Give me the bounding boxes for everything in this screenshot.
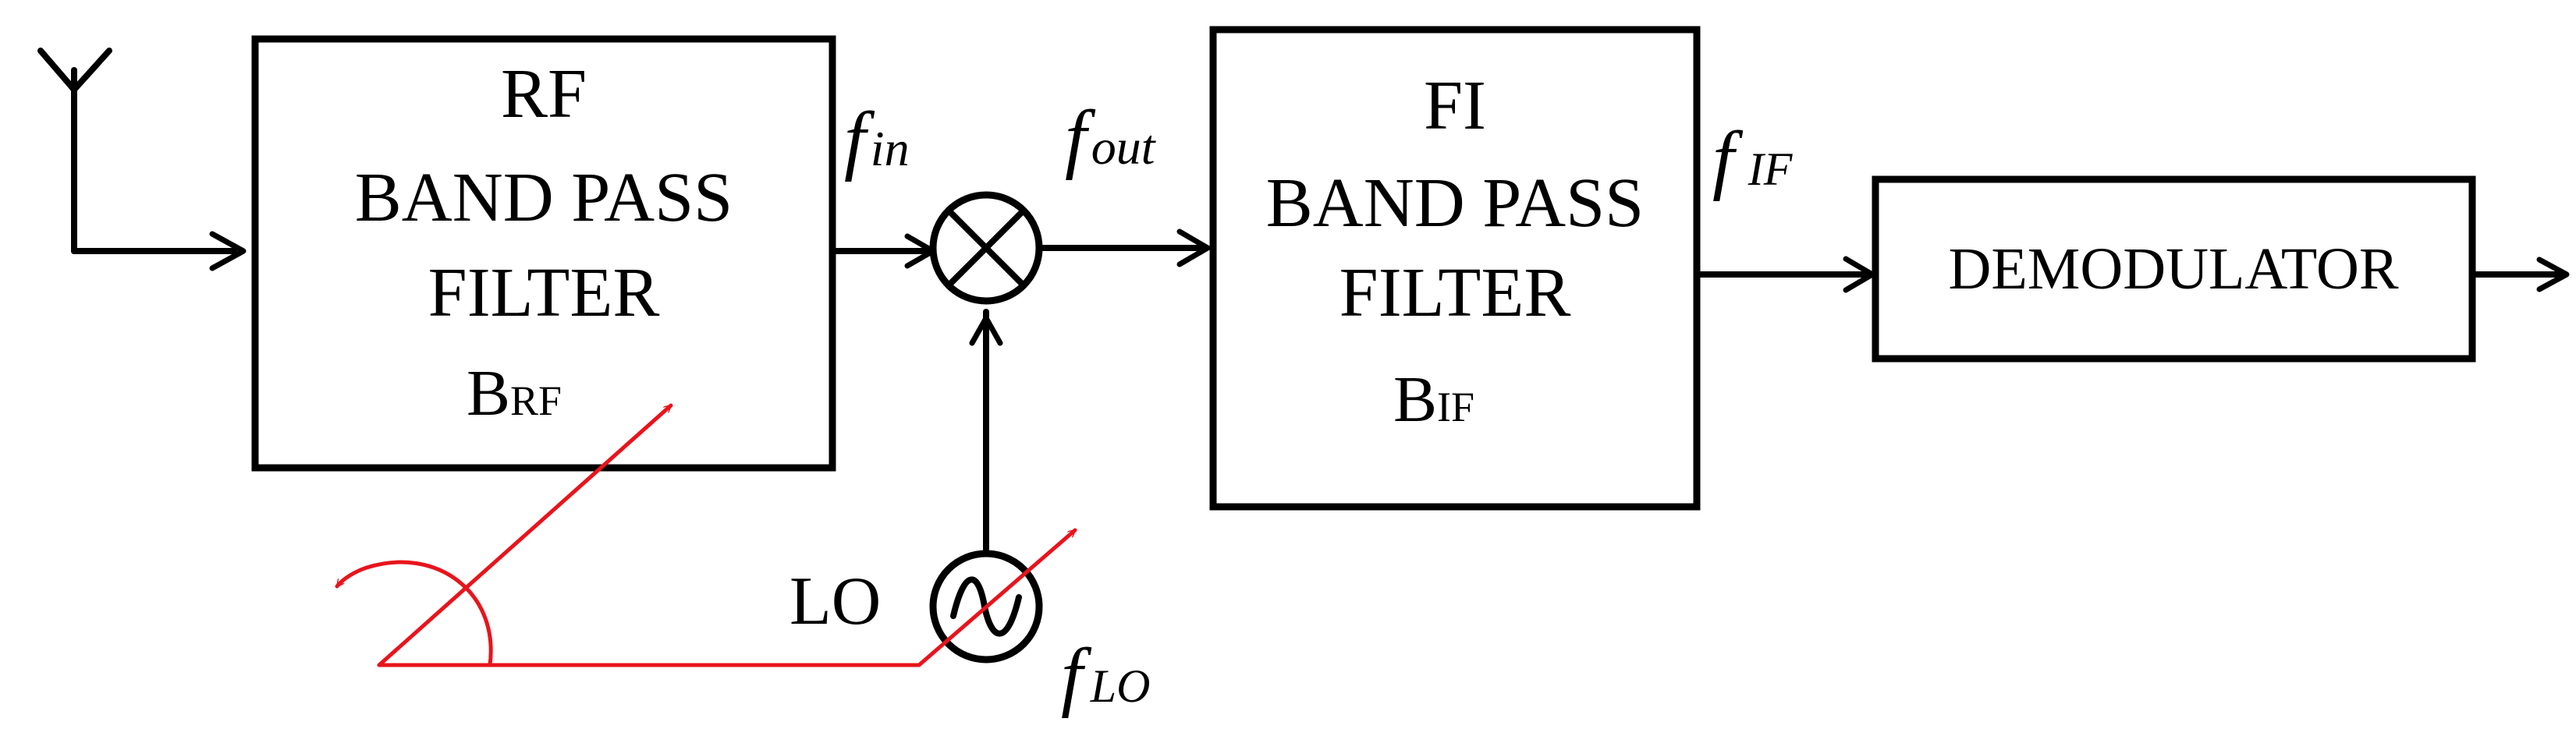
demodulator-block: DEMODULATOR — [1872, 175, 2476, 363]
rf-tuning-arrow — [377, 403, 673, 667]
gang-tuning-line — [377, 528, 1077, 667]
f-in-label: fin — [844, 96, 910, 182]
if-filter-line-2: BAND PASS — [1266, 165, 1644, 242]
if-filter-line-3: FILTER — [1339, 254, 1571, 331]
rf-filter-line-2: BAND PASS — [355, 159, 733, 236]
demodulator-label: DEMODULATOR — [1948, 236, 2398, 302]
f-out-label: fout — [1065, 94, 1157, 181]
mixer-icon — [929, 191, 1043, 305]
local-oscillator: LO — [789, 550, 1043, 664]
rotation-arc — [335, 560, 493, 667]
if-bandwidth-label: BIF — [1393, 363, 1474, 436]
rf-filter-line-3: FILTER — [428, 254, 660, 331]
rf-band-pass-filter: RF BAND PASS FILTER BRF — [251, 35, 836, 472]
rf-filter-line-1: RF — [501, 55, 587, 133]
if-filter-line-1: FI — [1424, 67, 1486, 144]
if-band-pass-filter: FI BAND PASS FILTER BIF — [1209, 26, 1701, 511]
rf-bandwidth-label: BRF — [467, 357, 562, 430]
antenna-icon — [37, 48, 247, 271]
tuning-annotation — [335, 403, 1077, 667]
lo-label: LO — [789, 564, 881, 639]
